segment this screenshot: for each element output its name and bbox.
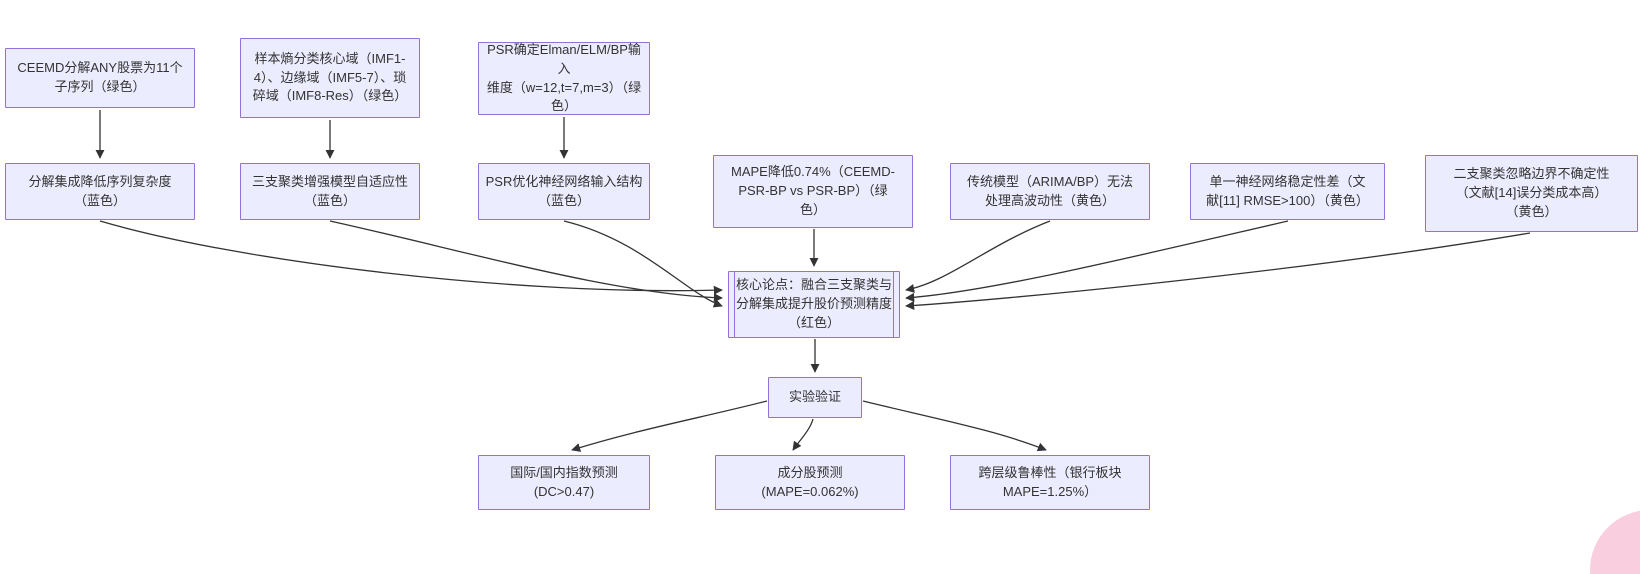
node-single-nn-instability: 单一神经网络稳定性差（文 献[11] RMSE>100）（黄色） bbox=[1190, 163, 1385, 220]
edge-psropt-core bbox=[563, 220, 723, 308]
edge-trad-core bbox=[905, 220, 1051, 293]
node-sample-entropy: 样本熵分类核心域（IMF1- 4）、边缘域（IMF5-7）、琐 碎域（IMF8-… bbox=[240, 38, 420, 118]
node-stock-prediction: 成分股预测 (MAPE=0.062%) bbox=[715, 455, 905, 510]
edge-decomp-core bbox=[99, 220, 723, 295]
edge-exp-robust bbox=[862, 400, 1047, 452]
node-ceemd-decompose: CEEMD分解ANY股票为11个 子序列（绿色） bbox=[5, 48, 195, 108]
edge-exp-index bbox=[571, 400, 768, 452]
node-cross-level-robustness: 跨层级鲁棒性（银行板块 MAPE=1.25%） bbox=[950, 455, 1150, 510]
node-decomposition-benefit: 分解集成降低序列复杂度 （蓝色） bbox=[5, 163, 195, 220]
node-psr-optimization: PSR优化神经网络输入结构 （蓝色） bbox=[478, 163, 650, 220]
edge-threeway-core bbox=[329, 220, 723, 303]
edge-single-core bbox=[905, 220, 1289, 302]
node-two-way-clustering: 二支聚类忽略边界不确定性 （文献[14]误分类成本高） （黄色） bbox=[1425, 155, 1638, 232]
edge-exp-stock bbox=[792, 418, 814, 451]
node-psr-input-dimension: PSR确定Elman/ELM/BP输入 维度（w=12,t=7,m=3）（绿 色… bbox=[478, 42, 650, 115]
edge-twoway-core bbox=[905, 232, 1531, 311]
translate-widget-ring: 中A bbox=[1590, 510, 1640, 574]
node-traditional-models: 传统模型（ARIMA/BP）无法 处理高波动性（黄色） bbox=[950, 163, 1150, 220]
node-experiment-validation: 实验验证 bbox=[768, 377, 862, 418]
node-core-thesis: 核心论点：融合三支聚类与 分解集成提升股价预测精度 （红色） bbox=[728, 271, 900, 338]
node-index-prediction: 国际/国内指数预测 (DC>0.47) bbox=[478, 455, 650, 510]
node-three-way-clustering: 三支聚类增强模型自适应性 （蓝色） bbox=[240, 163, 420, 220]
node-mape-reduction: MAPE降低0.74%（CEEMD- PSR-BP vs PSR-BP）（绿 色… bbox=[713, 155, 913, 228]
